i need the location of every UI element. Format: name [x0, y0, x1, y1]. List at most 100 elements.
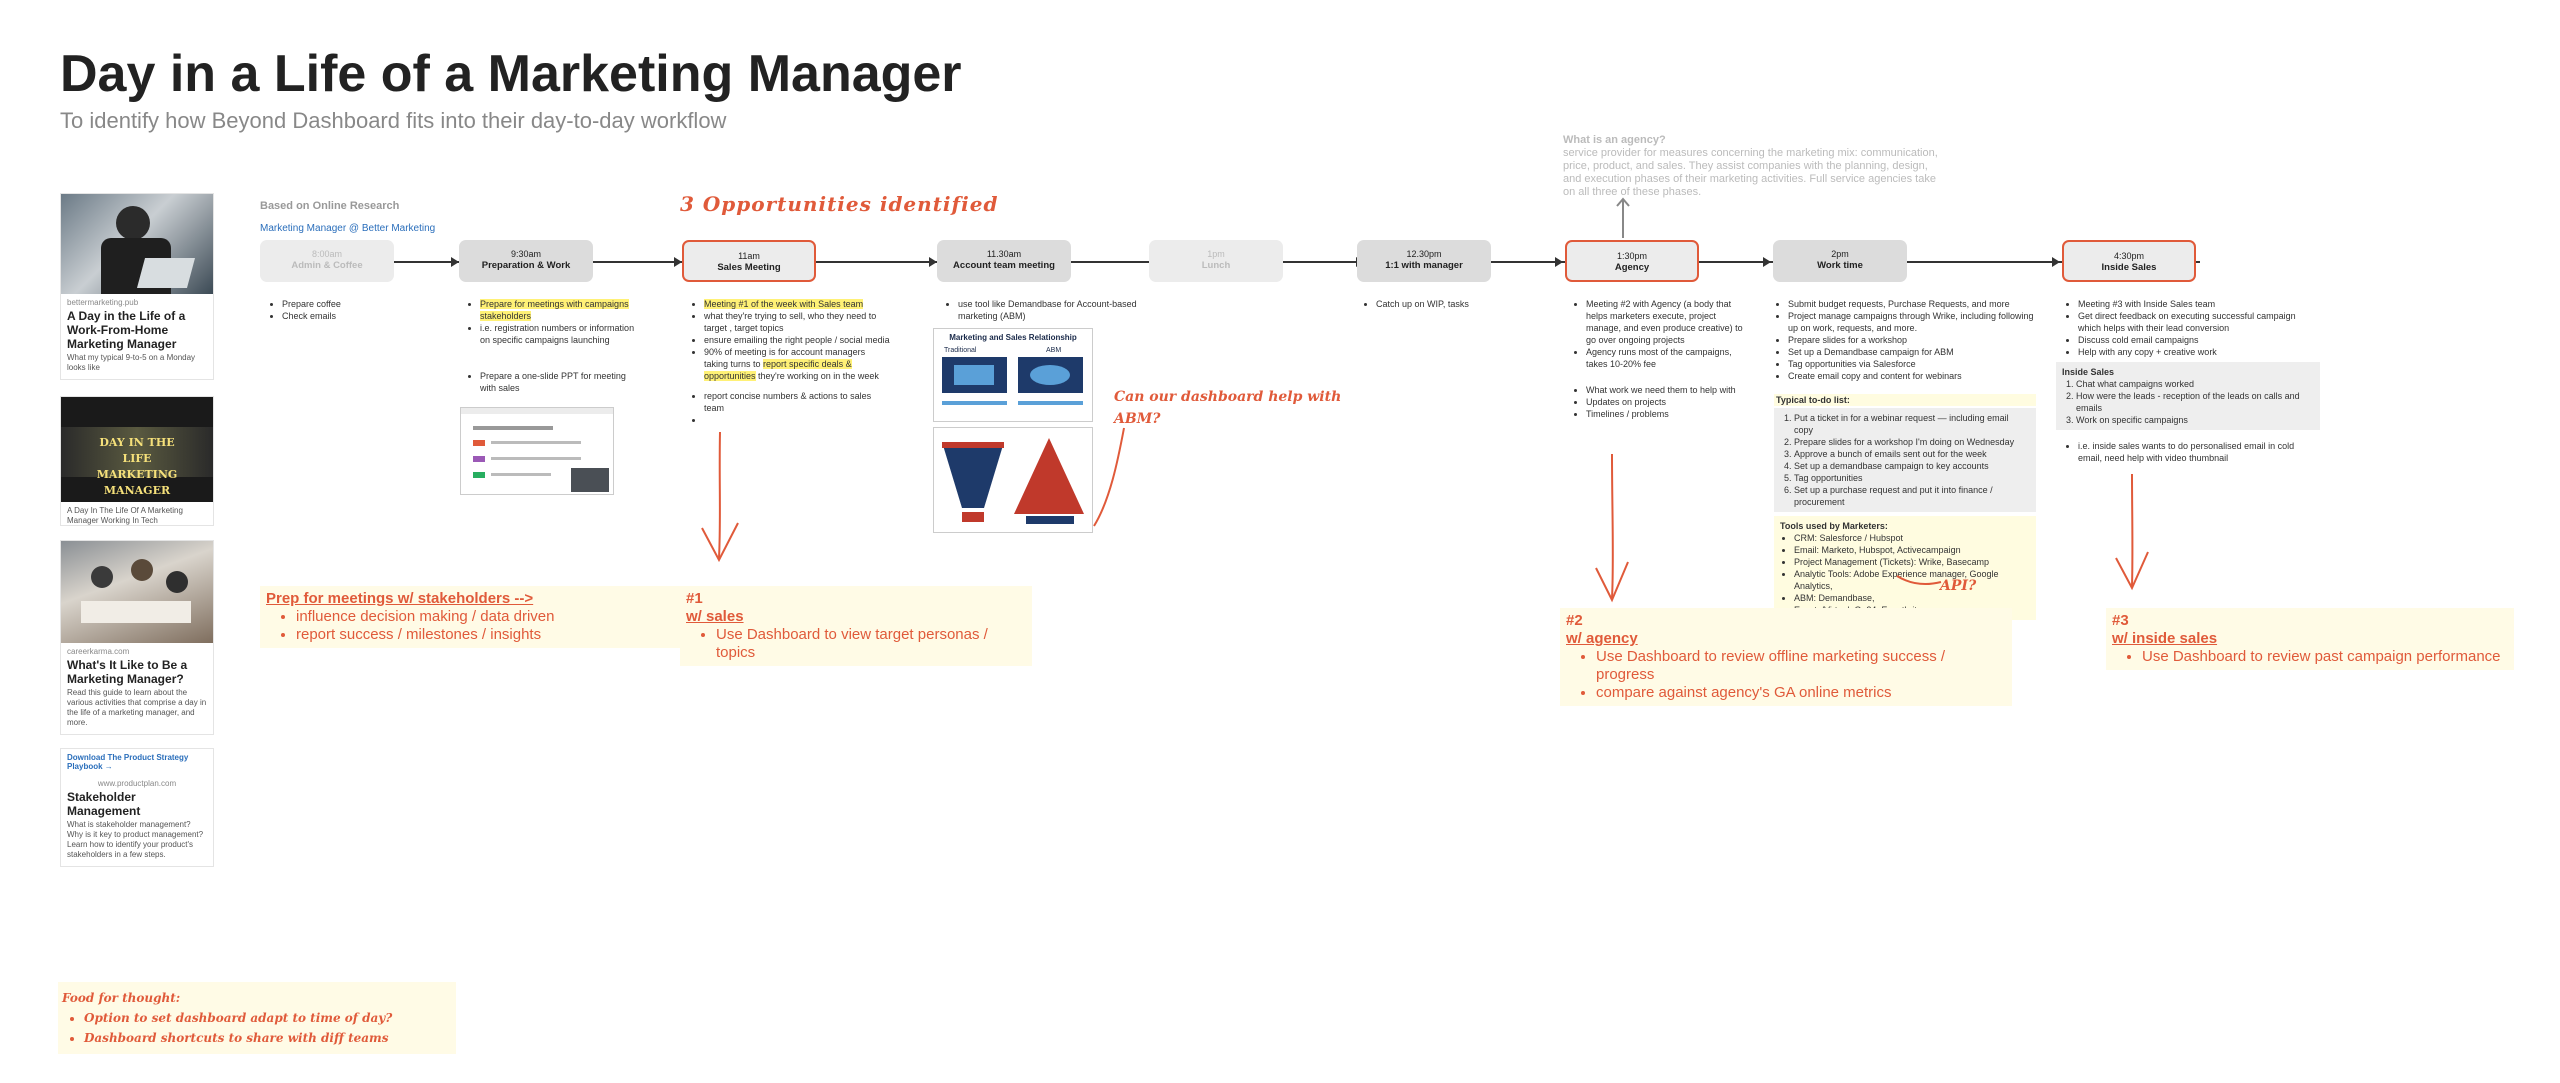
list-item: Discuss cold email campaigns: [2078, 334, 2320, 346]
timeline-node-admin[interactable]: 8:00am Admin & Coffee: [260, 240, 394, 282]
node-name: Work time: [1817, 260, 1863, 271]
insight-heading: w/ inside sales: [2112, 630, 2218, 647]
sales-insight-arrow: [701, 431, 739, 563]
reference-card-productplan[interactable]: Download The Product Strategy Playbook →…: [60, 748, 214, 867]
node-name: Preparation & Work: [481, 260, 571, 271]
timeline-node-account-team[interactable]: 11.30am Account team meeting: [937, 240, 1071, 282]
list-item: Use Dashboard to review offline marketin…: [1596, 648, 2006, 684]
playbook-download-link[interactable]: Download The Product Strategy Playbook →: [67, 753, 189, 771]
list-item: Option to set dashboard adapt to time of…: [84, 1008, 452, 1028]
insight-agency: #2 w/ agency Use Dashboard to review off…: [1560, 608, 2012, 706]
list-item: Use Dashboard to view target personas / …: [716, 626, 1026, 662]
list-item: i.e. inside sales wants to do personalis…: [2078, 440, 2320, 464]
tools-list: Tools used by Marketers: CRM: Salesforce…: [1774, 516, 2036, 620]
marketing-manager-link[interactable]: Marketing Manager @ Better Marketing: [260, 223, 436, 234]
list-item: Prepare slides for a workshop I'm doing …: [1794, 436, 2030, 448]
node-name: Admin & Coffee: [291, 260, 363, 271]
timeline-node-inside-sales[interactable]: 4:30pm Inside Sales: [2062, 240, 2196, 282]
video-thumbnail: DAY IN THE LIFE MARKETING MANAGER: [61, 397, 213, 502]
abm-question-note: Can our dashboard help with ABM?: [1114, 389, 1342, 427]
insight-number: #2: [1566, 612, 1583, 629]
agency-definition-note: What is an agency? service provider for …: [1563, 134, 1943, 199]
research-label: Based on Online Research: [260, 200, 400, 212]
list-item: influence decision making / data driven: [296, 608, 838, 626]
abm-diagram-thumbnail[interactable]: Marketing and Sales Relationship Traditi…: [933, 328, 1093, 422]
todo-list: Put a ticket in for a webinar request — …: [1774, 408, 2036, 512]
list-item: use tool like Demandbase for Account-bas…: [958, 298, 1144, 322]
list-item: Project manage campaigns through Wrike, …: [1788, 310, 2036, 334]
timeline-node-manager[interactable]: 12.30pm 1:1 with manager: [1357, 240, 1491, 282]
list-item: Submit budget requests, Purchase Request…: [1788, 298, 2036, 310]
timeline-node-agency[interactable]: 1:30pm Agency: [1565, 240, 1699, 282]
list-item: How were the leads - reception of the le…: [2076, 390, 2314, 414]
timeline-arrowhead: [1763, 257, 1771, 267]
node-time: 11.30am: [986, 249, 1022, 259]
list-item: Meeting #2 with Agency (a body that help…: [1586, 298, 1752, 346]
list-item: Analytic Tools: Adobe Experience manager…: [1794, 568, 2030, 592]
card-source: bettermarketing.pub: [67, 298, 139, 307]
list-item: compare against agency's GA online metri…: [1596, 684, 2006, 702]
list-item: Timelines / problems: [1586, 408, 1752, 420]
list-item: Email: Marketo, Hubspot, Activecampaign: [1794, 544, 2030, 556]
node-name: Agency: [1614, 262, 1650, 273]
admin-tasks: Prepare coffee Check emails: [268, 298, 418, 322]
api-note-arrow: [1896, 575, 1942, 585]
list-item: report success / milestones / insights: [296, 626, 838, 644]
timeline-node-lunch[interactable]: 1pm Lunch: [1149, 240, 1283, 282]
abm-note-arrow: [1093, 427, 1125, 527]
reference-card-video[interactable]: DAY IN THE LIFE MARKETING MANAGER A Day …: [60, 396, 214, 526]
list-item: Create email copy and content for webina…: [1788, 370, 2036, 382]
card-title: What's It Like to Be a Marketing Manager…: [67, 658, 188, 686]
reference-card-article[interactable]: bettermarketing.pub A Day in the Life of…: [60, 193, 214, 380]
api-question-note: API?: [1940, 578, 1977, 594]
agency-question: What is an agency?: [1563, 134, 1666, 146]
funnel-diagram-thumbnail[interactable]: [933, 427, 1093, 533]
list-item: CRM: Salesforce / Hubspot: [1794, 532, 2030, 544]
node-time: 9:30am: [510, 249, 542, 259]
insight-number: #3: [2112, 612, 2129, 629]
node-time: 1pm: [1207, 249, 1225, 259]
card-description: What my typical 9-to-5 on a Monday looks…: [67, 353, 196, 372]
abm-diagram-title: Marketing and Sales Relationship: [949, 333, 1077, 342]
node-name: 1:1 with manager: [1385, 260, 1463, 271]
insight-heading: Prep for meetings w/ stakeholders -->: [266, 590, 534, 607]
list-item: Check emails: [282, 310, 418, 322]
list-item: Approve a bunch of emails sent out for t…: [1794, 448, 2030, 460]
ppt-slide-thumbnail[interactable]: [460, 407, 614, 495]
node-time: 8:00am: [311, 249, 343, 259]
timeline-node-sales-meeting[interactable]: 11am Sales Meeting: [682, 240, 816, 282]
list-item: Catch up on WIP, tasks: [1376, 298, 1512, 310]
todo-list-title: Typical to-do list:: [1774, 394, 2036, 406]
timeline-arrowhead: [451, 257, 459, 267]
work-time-notes: Submit budget requests, Purchase Request…: [1774, 298, 2036, 620]
node-time: 4:30pm: [2113, 251, 2145, 261]
list-item: ensure emailing the right people / socia…: [704, 334, 890, 346]
list-item: Prepare slides for a workshop: [1788, 334, 2036, 346]
card-description: Read this guide to learn about the vario…: [67, 688, 207, 727]
insight-inside-sales: #3 w/ inside sales Use Dashboard to revi…: [2106, 608, 2514, 670]
list-item: Get direct feedback on executing success…: [2078, 310, 2320, 334]
list-item: ABM: Demandbase,: [1794, 592, 2030, 604]
inside-sales-notes: Meeting #3 with Inside Sales team Get di…: [2056, 298, 2320, 464]
traditional-label: Traditional: [944, 347, 977, 354]
node-name: Account team meeting: [953, 260, 1055, 271]
timeline-node-preparation[interactable]: 9:30am Preparation & Work: [459, 240, 593, 282]
account-meeting-notes: use tool like Demandbase for Account-bas…: [944, 298, 1144, 322]
funnel-graphic: [942, 438, 1084, 524]
list-item: Use Dashboard to review past campaign pe…: [2142, 648, 2508, 666]
article-photo: [61, 194, 213, 294]
agency-note-arrow: [1616, 197, 1630, 238]
timeline-arrowhead: [1555, 257, 1563, 267]
insight-sales: #1 w/ sales Use Dashboard to view target…: [680, 586, 1032, 666]
inside-sales-box-title: Inside Sales: [2062, 367, 2115, 377]
node-name: Lunch: [1201, 260, 1231, 271]
timeline-arrowhead: [929, 257, 937, 267]
list-item: Dashboard shortcuts to share with diff t…: [84, 1028, 452, 1048]
card-source: www.productplan.com: [97, 779, 177, 788]
list-item: Project Management (Tickets): Wrike, Bas…: [1794, 556, 2030, 568]
node-time: 11am: [738, 251, 760, 261]
list-item: i.e. registration numbers or information…: [480, 322, 636, 346]
reference-card-careerkarma[interactable]: careerkarma.com What's It Like to Be a M…: [60, 540, 214, 735]
abm-label: ABM: [1046, 347, 1062, 354]
timeline-node-work-time[interactable]: 2pm Work time: [1773, 240, 1907, 282]
